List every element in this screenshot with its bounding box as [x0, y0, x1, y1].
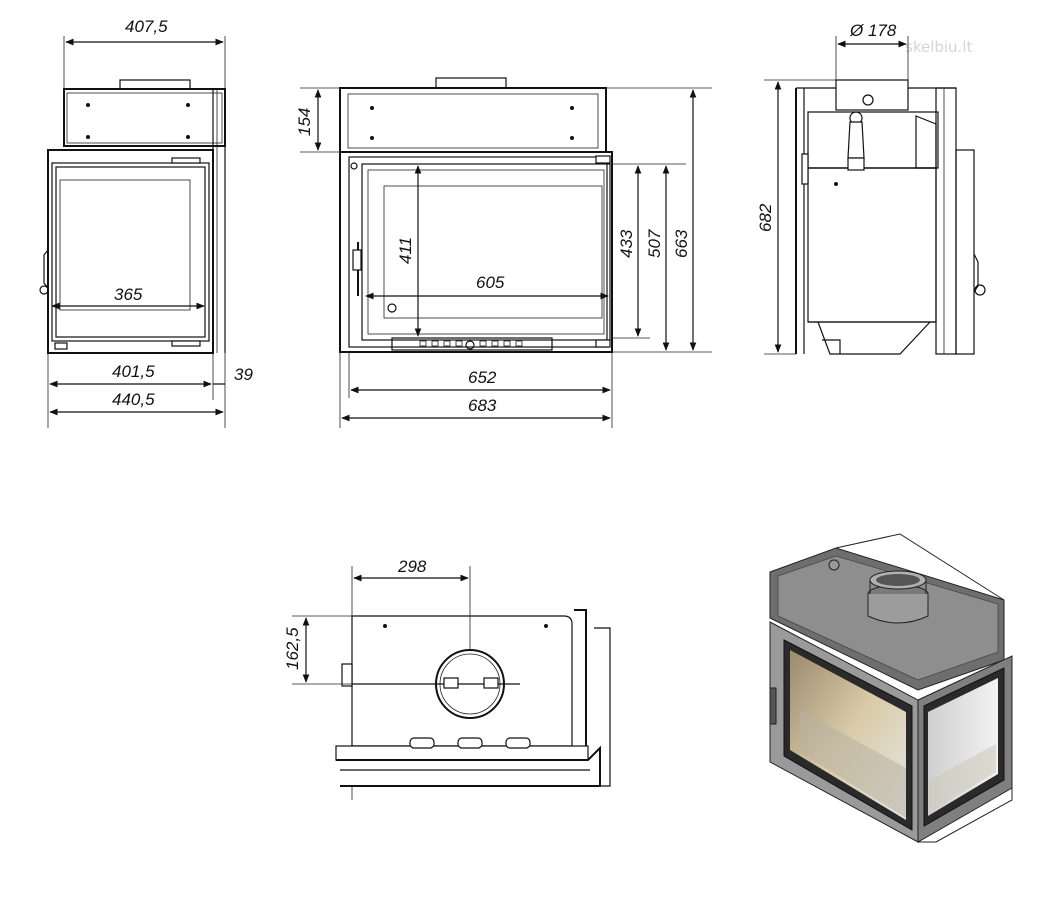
dim-glass-width: 605 — [476, 273, 505, 292]
dim-front-outer-width: 440,5 — [112, 390, 155, 409]
dim-glass-height: 411 — [396, 237, 415, 264]
wide-front-view: 154 411 605 433 507 663 652 683 — [295, 77, 712, 428]
top-view: 298 162,5 — [283, 557, 611, 800]
dim-outer-width: 683 — [468, 396, 497, 415]
dim-door-height: 433 — [617, 229, 636, 258]
dim-total-height: 663 — [672, 229, 691, 258]
dim-front-depth-step: 39 — [234, 365, 253, 384]
dim-flue-offset-y: 162,5 — [283, 627, 302, 670]
fireplace-3d-render — [769, 533, 1013, 843]
top-view-knobs — [409, 737, 531, 749]
dim-front-width-top: 407,5 — [125, 17, 168, 36]
front-view: 407,5 365 401,5 440,5 39 — [39, 17, 253, 428]
dim-top-height: 154 — [295, 108, 314, 136]
dim-inner-width: 652 — [468, 368, 497, 387]
dim-front-inner-width: 401,5 — [112, 362, 155, 381]
dim-front-glass-width: 365 — [114, 285, 143, 304]
dim-rear-total-height: 682 — [756, 203, 775, 232]
grille-slots — [419, 340, 523, 350]
dim-body-height: 507 — [645, 229, 664, 258]
watermark-text: skelbiu.lt — [905, 38, 972, 56]
rear-view: Ø 178 682 — [756, 21, 986, 355]
dim-flue-offset-x: 298 — [397, 557, 427, 576]
dim-flue-diameter: Ø 178 — [849, 21, 897, 40]
